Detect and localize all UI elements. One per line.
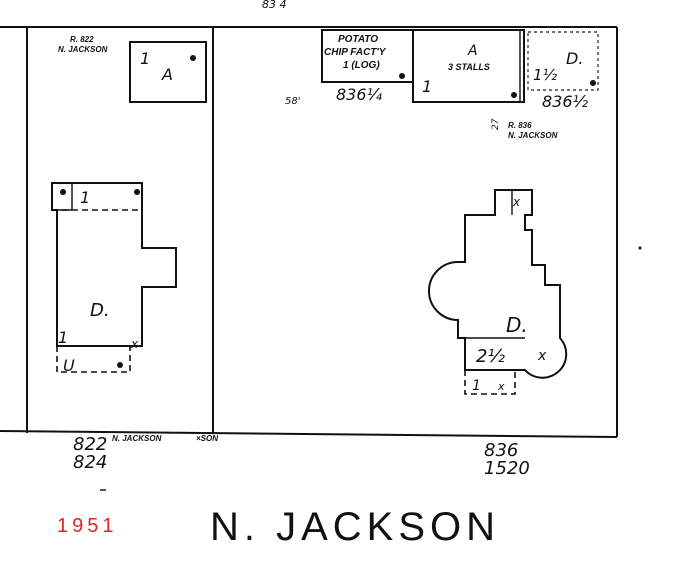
street-name: N. JACKSON bbox=[210, 505, 501, 549]
dwelling-822-type: D. bbox=[90, 300, 110, 321]
rear-dwelling-type: D. bbox=[566, 49, 583, 68]
lot-822-street-label: N. JACKSON bbox=[112, 434, 162, 443]
rear-dwelling-dot bbox=[590, 80, 596, 86]
garage-stalls: 3 STALLS bbox=[448, 62, 490, 72]
rear-dwelling-stories: 1½ bbox=[533, 66, 558, 84]
rear-dwelling-836: 1½ D. bbox=[527, 31, 599, 91]
rear-822-type: A bbox=[161, 65, 173, 84]
lot-822: R. 822 N. JACKSON 1 A 1 D. 1 x U 822 N. … bbox=[51, 35, 218, 473]
lot-824-number: 824 bbox=[73, 452, 107, 473]
porch-822: U bbox=[56, 346, 131, 375]
dwelling-836-type: D. bbox=[506, 313, 528, 337]
address-836-quarter: 836¼ bbox=[336, 85, 383, 104]
rear-836-address-line1: R. 836 bbox=[508, 121, 532, 130]
porch-836-stories: 1 bbox=[472, 378, 481, 394]
stray-dot bbox=[638, 246, 642, 250]
top-fragment-label: 83 4 bbox=[262, 0, 287, 11]
rear-822-stories: 1 bbox=[140, 49, 150, 68]
rear-building-822: 1 A bbox=[129, 41, 207, 103]
address-836-half: 836½ bbox=[542, 92, 589, 111]
depth-58-label: 58' bbox=[285, 96, 300, 107]
lot-822-street-suffix: ×SON bbox=[196, 434, 218, 443]
lot-1520-number: 1520 bbox=[484, 458, 530, 479]
rear-822-address-line2: N. JACKSON bbox=[58, 45, 108, 54]
porch-822-mark: U bbox=[63, 356, 75, 375]
garage-stories: 1 bbox=[422, 77, 432, 96]
side-depth-label: 27 bbox=[491, 118, 501, 130]
dwelling-836: x D. 2½ x bbox=[428, 189, 568, 379]
factory-dot bbox=[399, 73, 405, 79]
dwelling-836-x-top: x bbox=[512, 195, 521, 209]
factory-label-line2: CHIP FACT'Y bbox=[324, 47, 387, 58]
block-outline bbox=[0, 26, 618, 438]
porch-836: 1 x bbox=[464, 370, 516, 395]
dwelling-822-dot-right bbox=[134, 189, 140, 195]
dwelling-822-stories-bottom: 1 bbox=[58, 328, 68, 347]
potato-chip-factory: POTATO CHIP FACT'Y 1 (LOG) bbox=[321, 29, 414, 83]
rear-822-dot bbox=[190, 55, 196, 61]
porch-822-dot bbox=[117, 362, 123, 368]
factory-label-line1: POTATO bbox=[338, 34, 378, 45]
lot-836-number: 836 bbox=[484, 440, 518, 461]
lot-836: POTATO CHIP FACT'Y 1 (LOG) 836¼ 58' 1 A … bbox=[285, 29, 599, 479]
porch-836-x: x bbox=[497, 380, 505, 393]
factory-label-line3: 1 (LOG) bbox=[343, 60, 380, 71]
dwelling-836-x-mark: x bbox=[537, 348, 547, 364]
garage-dot bbox=[511, 92, 517, 98]
garage-type: A bbox=[467, 43, 478, 59]
dwelling-822: 1 D. 1 x bbox=[51, 182, 177, 351]
rear-822-address-line1: R. 822 bbox=[70, 35, 94, 44]
garage-836: 1 A 3 STALLS bbox=[412, 29, 525, 103]
rear-836-address-line2: N. JACKSON bbox=[508, 131, 558, 140]
lot-822-number: 822 bbox=[73, 434, 107, 455]
dwelling-822-x-mark: x bbox=[130, 337, 139, 351]
dwelling-822-stories-top: 1 bbox=[80, 188, 90, 207]
map-year: 1951 bbox=[57, 515, 118, 537]
dwelling-836-stories: 2½ bbox=[476, 346, 505, 367]
dwelling-822-dot-left bbox=[60, 189, 66, 195]
